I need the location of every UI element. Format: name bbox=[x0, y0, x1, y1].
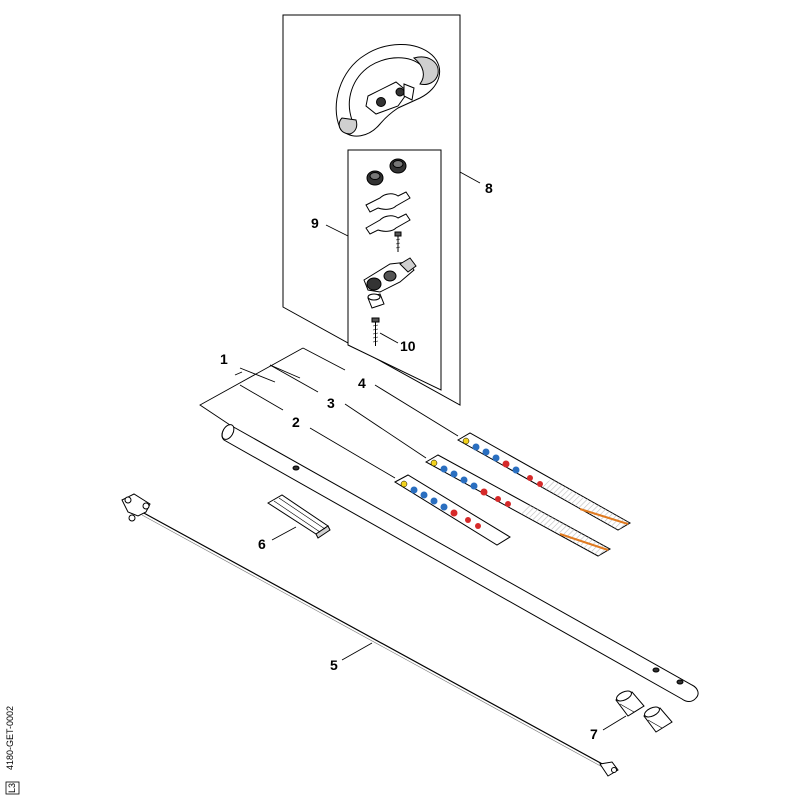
clamp-plate-lower bbox=[365, 213, 411, 235]
leader-lines bbox=[199, 171, 627, 731]
callout-2: 2 bbox=[292, 414, 300, 430]
knob-icon bbox=[389, 158, 407, 174]
mounting-kit-parts bbox=[363, 158, 417, 346]
drive-shaft bbox=[121, 493, 619, 777]
bushing-icon bbox=[615, 690, 645, 717]
callout-9: 9 bbox=[311, 215, 319, 231]
callout-8: 8 bbox=[485, 180, 493, 196]
drive-tube bbox=[221, 424, 699, 702]
callout-4: 4 bbox=[358, 375, 366, 391]
sleeve-icon bbox=[367, 293, 385, 309]
knob-icon bbox=[366, 170, 384, 186]
screw-icon bbox=[394, 231, 402, 252]
drawing-code-box bbox=[5, 781, 20, 795]
callout-10: 10 bbox=[400, 338, 416, 354]
drawing-code: 4180-GET-0002 bbox=[5, 706, 15, 770]
decal-symbol-row bbox=[400, 480, 481, 529]
decal-symbol-row bbox=[462, 437, 543, 487]
decal-2 bbox=[394, 474, 511, 546]
clamp-plate-upper bbox=[365, 191, 411, 213]
shaft-end-tip bbox=[599, 761, 619, 777]
callout-5: 5 bbox=[330, 657, 338, 673]
liner bbox=[267, 494, 331, 539]
callout-6: 6 bbox=[258, 536, 266, 552]
decal-symbol-row bbox=[430, 459, 511, 507]
loop-handle bbox=[335, 44, 441, 137]
decal-3 bbox=[424, 454, 612, 557]
decal-4 bbox=[456, 432, 632, 531]
handle-clamp bbox=[363, 257, 417, 293]
callout-3: 3 bbox=[327, 395, 335, 411]
callout-1: 1 bbox=[220, 351, 228, 367]
bushing-icon bbox=[643, 706, 673, 733]
callout-7: 7 bbox=[590, 726, 598, 742]
long-screw-icon bbox=[371, 317, 380, 346]
drawing-code-box-label: L3 bbox=[7, 783, 17, 793]
shaft-end-fitting bbox=[121, 493, 151, 522]
